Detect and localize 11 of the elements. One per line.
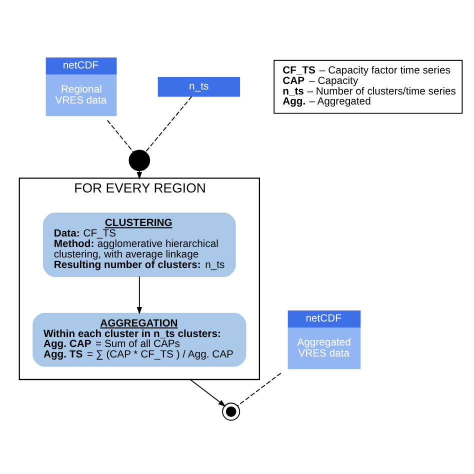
node-box: CLUSTERING Data: CF_TS Method: agglomerative hierarchical clustering, with average linkage Resulting number of clusters: n_ts (43, 212, 236, 277)
node-circle (128, 150, 150, 172)
connector (106, 120, 134, 153)
node-box: CF_TS – Capacity factor time series CAP – Capacity n_ts – Number of clusters/time series Agg. – Aggregated (274, 60, 463, 114)
node-box: AGGREGATION Within each cluster in n_ts clusters: Agg. CAP = Sum of all CAPs Agg. TS = ∑ (CAP * CF_TS ) / Agg. CAP (32, 312, 246, 367)
node-circle (222, 402, 240, 421)
arrow (136, 276, 142, 315)
node-box: n_ts (158, 76, 240, 97)
arrow (190, 379, 226, 407)
connector (236, 372, 282, 406)
connector (145, 96, 192, 152)
